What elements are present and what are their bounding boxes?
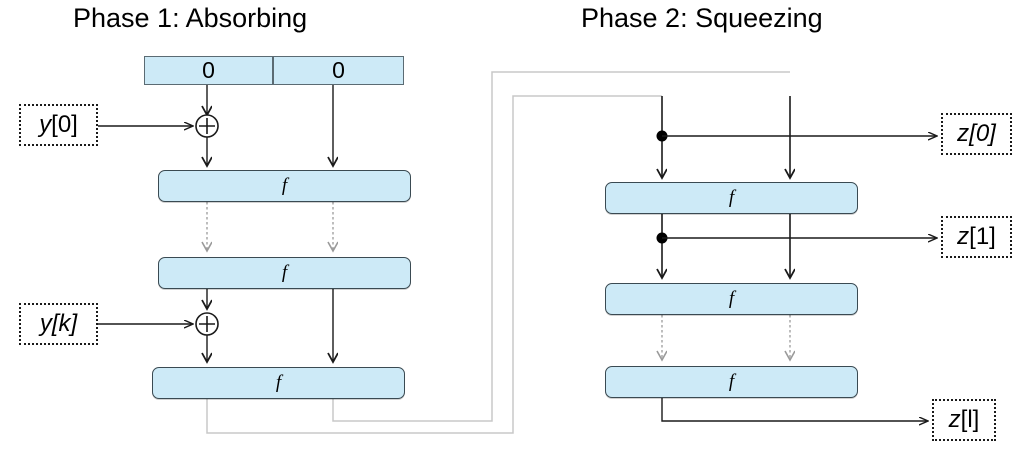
input-y0-index: [0] [51,111,78,138]
input-yk-index: [k] [51,310,78,337]
output-zl-index: [l] [960,406,980,433]
feedback-rate-route [206,95,662,434]
absorbing-f-box-2: f [158,257,411,289]
output-zl-wire [661,398,927,421]
output-z0-wire [656,130,937,142]
input-yk-var: y [39,310,52,337]
absorbing-f-box-3: f [152,367,405,399]
feedback-capacity-route [332,71,790,422]
input-box-yk: y[k] [19,303,98,345]
output-box-z1: z[1] [941,216,1012,258]
xor-gate-2 [195,312,219,336]
output-zl-var: z [948,406,961,433]
output-box-z0: z[0] [941,113,1012,155]
squeezing-f-box-2: f [605,283,858,315]
squeezing-f-box-3: f [605,366,858,398]
output-z1-var: z [957,223,970,250]
output-z1-wire [656,232,937,244]
input-box-y0: y[0] [19,104,98,146]
output-z1-index: [1] [969,223,996,250]
state-capacity-block: 0 [273,56,404,85]
output-z0-index: [0] [969,120,996,147]
state-rate-block: 0 [144,56,273,85]
phase2-title: Phase 2: Squeezing [581,3,823,33]
output-z0-var: z [957,120,970,147]
absorbing-elision-arrows-1 [207,202,333,250]
squeezing-elision-arrows [662,315,790,359]
input-y0-var: y [39,111,52,138]
output-box-zl: z[l] [932,399,996,441]
squeezing-f-box-1: f [605,182,858,214]
phase1-title: Phase 1: Absorbing [73,3,308,33]
xor-gate-1 [195,114,219,138]
absorbing-f-box-1: f [158,170,411,202]
